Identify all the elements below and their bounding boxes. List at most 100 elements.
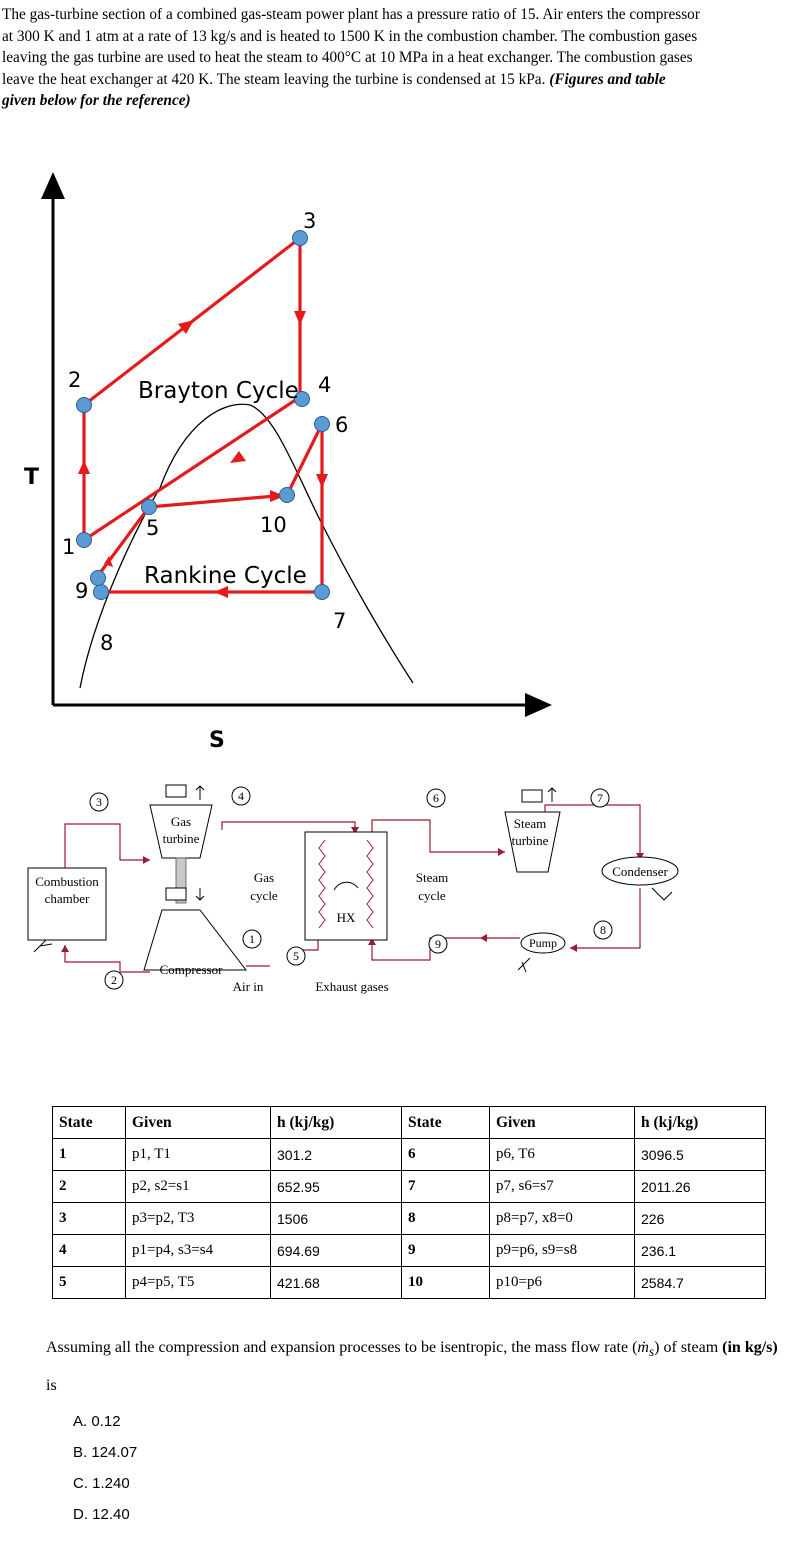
gas-cycle-label-1: Gas	[254, 870, 274, 885]
process-10-6	[285, 423, 324, 496]
steam-cycle-label-1: Steam	[416, 870, 449, 885]
brayton-cycle-label: Brayton Cycle	[138, 378, 299, 404]
heat-exchanger	[304, 831, 388, 941]
hx-flow-icon	[333, 881, 359, 891]
table-cell: 694.69	[270, 1234, 402, 1267]
header-h-left: h (kj/kg)	[270, 1106, 402, 1139]
header-given-left: Given	[125, 1106, 271, 1139]
arrow-9-5	[104, 556, 113, 567]
option-text: 0.12	[91, 1413, 121, 1430]
table-cell: 7	[401, 1170, 490, 1203]
state-point-10	[279, 487, 295, 503]
header-state-right: State	[401, 1106, 490, 1139]
state-point-3	[292, 230, 308, 246]
table-cell: 226	[634, 1202, 766, 1235]
answer-options: A. 0.12 B. 124.07 C. 1.240 D. 12.40	[73, 1406, 137, 1530]
option-letter: A.	[73, 1413, 88, 1430]
work-out-icon	[195, 785, 205, 800]
table-cell: 1506	[270, 1202, 402, 1235]
reference-note: (Figures and table given below for the r…	[2, 70, 666, 110]
label-point-7: 7	[333, 609, 346, 633]
arrow-3-4	[294, 311, 306, 325]
option-text: 12.40	[92, 1506, 130, 1523]
arrow-5-10	[270, 490, 285, 502]
hx-coil-left	[318, 839, 326, 929]
table-cell: 9	[401, 1234, 490, 1267]
option-b[interactable]: B. 124.07	[73, 1437, 137, 1468]
arrow-2-3	[178, 320, 194, 334]
state-1-marker: 1	[249, 932, 255, 946]
option-d[interactable]: D. 12.40	[73, 1499, 137, 1530]
label-point-1: 1	[62, 535, 75, 559]
table-cell: p9=p6, s9=s8	[489, 1234, 635, 1267]
state-7-marker: 7	[597, 791, 603, 805]
option-a[interactable]: A. 0.12	[73, 1406, 137, 1437]
question-part-3: is	[46, 1377, 57, 1395]
state-properties-table: State Given h (kj/kg) State Given h (kj/…	[52, 1106, 766, 1299]
condenser	[601, 856, 679, 886]
t-axis-label: T	[24, 465, 39, 490]
gas-cycle-label-2: cycle	[250, 888, 278, 903]
question-part-1: Assuming all the compression and expansi…	[46, 1339, 638, 1356]
table-cell: 3	[52, 1202, 126, 1235]
table-cell: 1	[52, 1138, 126, 1171]
state-8-marker: 8	[600, 923, 606, 937]
table-cell: 2011.26	[634, 1170, 766, 1203]
table-cell: 5	[52, 1266, 126, 1299]
ts-diagram: T S 1	[24, 172, 552, 753]
pipe-state-3	[64, 823, 150, 868]
option-letter: B.	[73, 1444, 88, 1461]
question-text: Assuming all the compression and expansi…	[46, 1331, 786, 1403]
table-cell: 2	[52, 1170, 126, 1203]
table-row: 2 p2, s2=s1 652.95 7 p7, s6=s7 2011.26	[52, 1170, 766, 1203]
hx-coil-right	[366, 839, 374, 929]
question-part-2: ) of steam	[654, 1339, 723, 1356]
label-point-9: 9	[75, 579, 88, 603]
pipe-state-8	[570, 888, 641, 949]
table-row: 5 p4=p5, T5 421.68 10 p10=p6 2584.7	[52, 1266, 766, 1299]
gas-turbine-label-1: Gas	[171, 814, 191, 829]
steam-work-out-icon	[547, 787, 557, 802]
compressor	[143, 909, 248, 971]
table-header-row: State Given h (kj/kg) State Given h (kj/…	[52, 1106, 766, 1139]
process-9-5	[95, 506, 151, 578]
option-c[interactable]: C. 1.240	[73, 1468, 137, 1499]
combustion-chamber	[27, 867, 107, 941]
arrow-4-1	[230, 451, 246, 463]
table-cell: 6	[401, 1138, 490, 1171]
arrow-6-7	[316, 474, 328, 488]
problem-statement: The gas-turbine section of a combined ga…	[2, 4, 702, 112]
table-cell: p1=p4, s3=s4	[125, 1234, 271, 1267]
pump-work-icon	[517, 957, 531, 973]
steam-turbine-shaft-icon	[521, 789, 543, 803]
table-cell: p10=p6	[489, 1266, 635, 1299]
table-cell: 301.2	[270, 1138, 402, 1171]
table-cell: 3096.5	[634, 1138, 766, 1171]
table-row: 3 p3=p2, T3 1506 8 p8=p7, x8=0 226	[52, 1202, 766, 1235]
table-cell: 10	[401, 1266, 490, 1299]
state-3-marker: 3	[96, 795, 102, 809]
compressor-label: Compressor	[160, 962, 224, 977]
table-cell: p4=p5, T5	[125, 1266, 271, 1299]
state-point-4	[294, 391, 310, 407]
state-5-marker: 5	[293, 949, 299, 963]
label-point-4: 4	[318, 373, 331, 397]
question-unit: (in kg/s)	[722, 1339, 778, 1356]
label-point-3: 3	[303, 209, 316, 233]
table-cell: p2, s2=s1	[125, 1170, 271, 1203]
table-cell: 652.95	[270, 1170, 402, 1203]
steam-turbine-label-2: turbine	[512, 833, 549, 848]
table-row: 1 p1, T1 301.2 6 p6, T6 3096.5	[52, 1138, 766, 1171]
exhaust-gases-label: Exhaust gases	[315, 979, 388, 994]
process-4-1	[83, 395, 301, 542]
label-point-6: 6	[335, 413, 348, 437]
state-point-8	[93, 584, 109, 600]
steam-turbine	[504, 811, 561, 873]
label-point-5: 5	[146, 516, 159, 540]
air-in-label: Air in	[233, 979, 264, 994]
shaft	[175, 857, 187, 904]
gas-turbine	[149, 804, 213, 859]
table-cell: 2584.7	[634, 1266, 766, 1299]
combustion-chamber-label-1: Combustion	[35, 874, 99, 889]
table-cell: 8	[401, 1202, 490, 1235]
